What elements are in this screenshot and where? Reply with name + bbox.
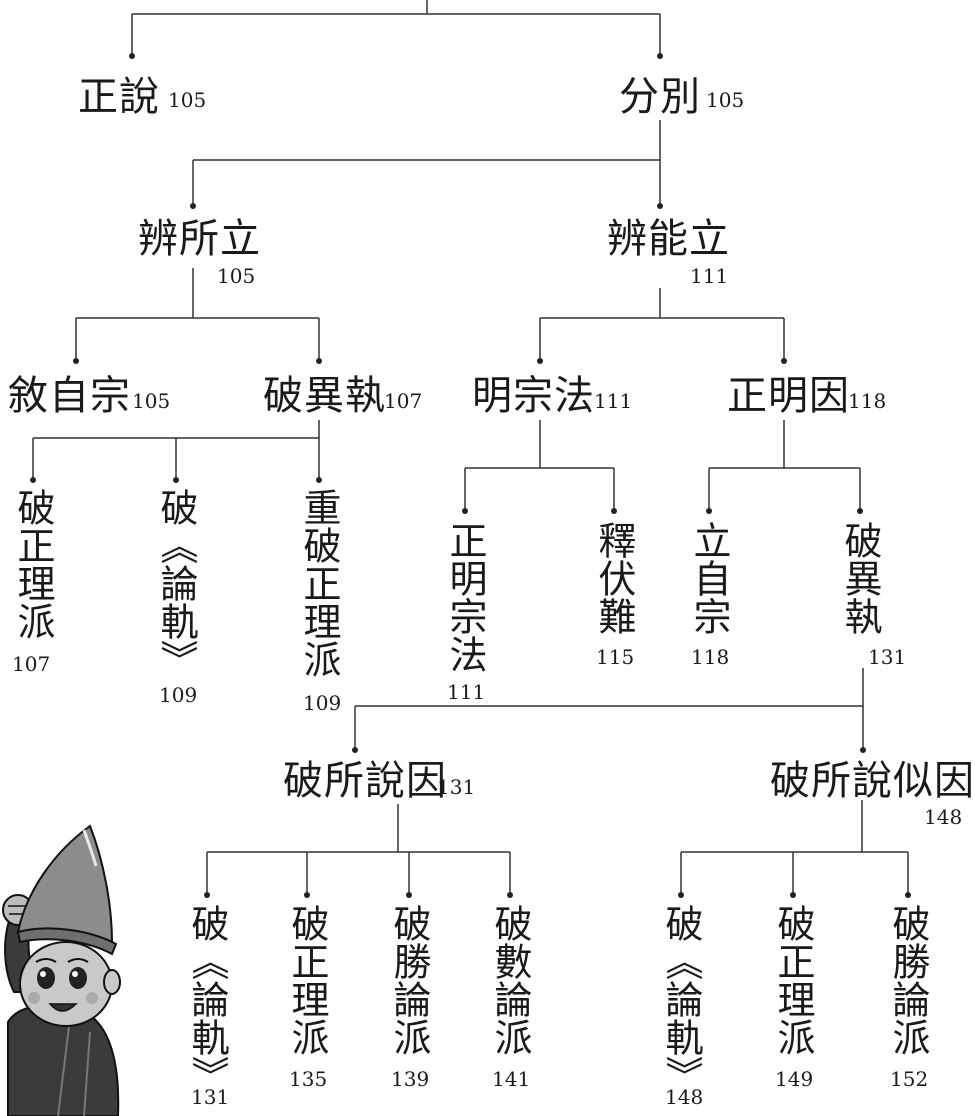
- node-po-zhengli-pai-3: 破正理派: [771, 904, 815, 1056]
- node-po-lungui-2: 破《論軌》: [185, 904, 229, 1094]
- node-po-suoshuo-siyin: 破所說似因: [770, 758, 975, 804]
- node-po-yizhi-2: 破異執: [838, 521, 882, 635]
- node-bian-nengli: 辨能立: [607, 216, 730, 262]
- node-po-zhengli-pai-2: 破正理派: [285, 904, 329, 1056]
- node-po-shulun-pai: 破數論派: [488, 904, 532, 1056]
- node-bian-suoli: 辨所立: [138, 216, 261, 262]
- node-zhengshuo: 正說: [78, 74, 160, 120]
- node-po-lungui-3: 破《論軌》: [659, 904, 703, 1094]
- node-po-shenglun-pai-2: 破勝論派: [886, 904, 930, 1056]
- node-chongpo-zhengli-pai: 重破正理派: [297, 488, 341, 678]
- node-ming-zongfa: 明宗法: [472, 373, 595, 419]
- page-number: 149: [775, 1067, 814, 1091]
- page-number: 148: [924, 805, 963, 829]
- monk-mascot-illustration: [2, 824, 121, 1116]
- page-number: 139: [391, 1067, 430, 1091]
- node-shi-funan: 釋伏難: [592, 521, 636, 635]
- node-po-lungui: 破《論軌》: [154, 488, 198, 678]
- page-number: 109: [159, 683, 198, 707]
- page-number: 131: [437, 775, 476, 799]
- page-number: 111: [690, 264, 729, 288]
- node-zhengming-zongfa: 正明宗法: [443, 521, 487, 673]
- page-number: 111: [594, 389, 633, 413]
- node-fenbie: 分別: [619, 74, 701, 120]
- node-xu-zizong: 敘自宗: [8, 373, 131, 419]
- page-number: 131: [868, 645, 907, 669]
- page-number: 105: [132, 389, 171, 413]
- page-number: 141: [492, 1067, 531, 1091]
- page-number: 152: [890, 1067, 929, 1091]
- page-number: 105: [706, 88, 745, 112]
- page-number: 109: [303, 691, 342, 715]
- page-number: 105: [217, 264, 256, 288]
- node-po-yizhi: 破異執: [263, 373, 386, 419]
- page-number: 115: [596, 645, 635, 669]
- node-li-zizong: 立自宗: [687, 521, 731, 635]
- page-number: 105: [168, 88, 207, 112]
- page-number: 118: [848, 389, 887, 413]
- page-number: 135: [289, 1067, 328, 1091]
- page-number: 111: [447, 680, 486, 704]
- node-po-zhengli-pai: 破正理派: [11, 488, 55, 640]
- page-number: 107: [384, 389, 423, 413]
- node-po-shenglun-pai: 破勝論派: [387, 904, 431, 1056]
- page-number: 118: [691, 645, 730, 669]
- page-number: 148: [665, 1085, 704, 1109]
- node-zheng-mingyin: 正明因: [727, 373, 850, 419]
- page-number: 131: [191, 1085, 230, 1109]
- node-po-suoshuo-yin: 破所說因: [283, 758, 447, 804]
- page-number: 107: [12, 652, 51, 676]
